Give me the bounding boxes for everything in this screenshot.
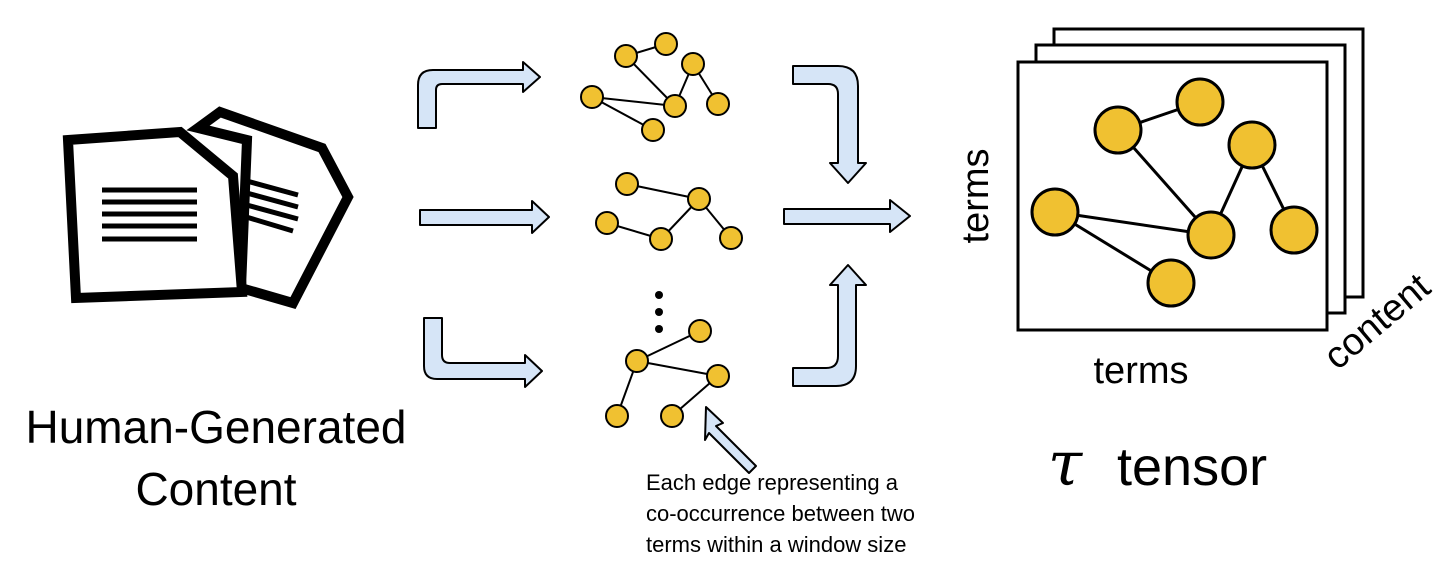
graph-node bbox=[614, 44, 638, 68]
graph-node bbox=[625, 349, 649, 373]
annotation-line1: Each edge representing a bbox=[646, 470, 899, 495]
tensor-graph-node bbox=[1030, 187, 1080, 237]
graph-node bbox=[641, 118, 665, 142]
graph-node bbox=[687, 187, 711, 211]
documents-icon bbox=[62, 106, 354, 309]
tensor-axis-cols: terms bbox=[1094, 350, 1189, 392]
graph-node bbox=[688, 319, 712, 343]
co-occurrence-graph-3 bbox=[605, 319, 730, 428]
co-occurrence-graph-1 bbox=[580, 32, 730, 142]
annotation-pointer-arrow bbox=[704, 406, 757, 474]
graph-node bbox=[719, 226, 743, 250]
tensor-graph-node bbox=[1186, 210, 1236, 260]
graph-node bbox=[615, 172, 639, 196]
graph-node bbox=[649, 227, 673, 251]
tensor-graph-node bbox=[1175, 77, 1225, 127]
graph-node bbox=[660, 404, 684, 428]
graph-node bbox=[595, 211, 619, 235]
graph-node bbox=[663, 94, 687, 118]
arrow-down-right bbox=[423, 317, 543, 388]
source-title-line2: Content bbox=[135, 463, 296, 515]
tensor-graph-node bbox=[1093, 105, 1143, 155]
back-document bbox=[186, 106, 354, 309]
co-occurrence-graph-2 bbox=[595, 172, 743, 251]
annotation-line2: co-occurrence between two bbox=[646, 501, 915, 526]
tensor-graph-node bbox=[1227, 120, 1277, 170]
graph-node bbox=[681, 52, 705, 76]
tensor-graph-node bbox=[1269, 205, 1319, 255]
annotation-line3: terms within a window size bbox=[646, 532, 906, 557]
source-title-line1: Human-Generated bbox=[26, 401, 407, 453]
ellipsis-dots bbox=[655, 291, 663, 333]
arrow-up-right bbox=[417, 61, 541, 129]
graph-node bbox=[580, 85, 604, 109]
tensor-axis-rows: terms bbox=[955, 149, 997, 244]
arrow-right-down bbox=[792, 65, 867, 184]
arrow-right-up bbox=[792, 264, 867, 387]
graph-node bbox=[706, 364, 730, 388]
tensor-graph-node bbox=[1146, 258, 1196, 308]
tensor-symbol: τ bbox=[1048, 427, 1084, 500]
graph-node bbox=[654, 32, 678, 56]
tensor-label: tensor bbox=[1117, 437, 1267, 497]
split-arrows bbox=[417, 61, 550, 388]
arrow-to-tensor bbox=[783, 199, 911, 233]
graph-node bbox=[706, 92, 730, 116]
graph-node bbox=[605, 404, 629, 428]
back-document-lines bbox=[242, 177, 299, 234]
arrow-right bbox=[419, 200, 550, 234]
merge-arrows bbox=[783, 65, 911, 387]
tensor-graph bbox=[1030, 77, 1319, 308]
front-document-lines bbox=[102, 187, 197, 242]
